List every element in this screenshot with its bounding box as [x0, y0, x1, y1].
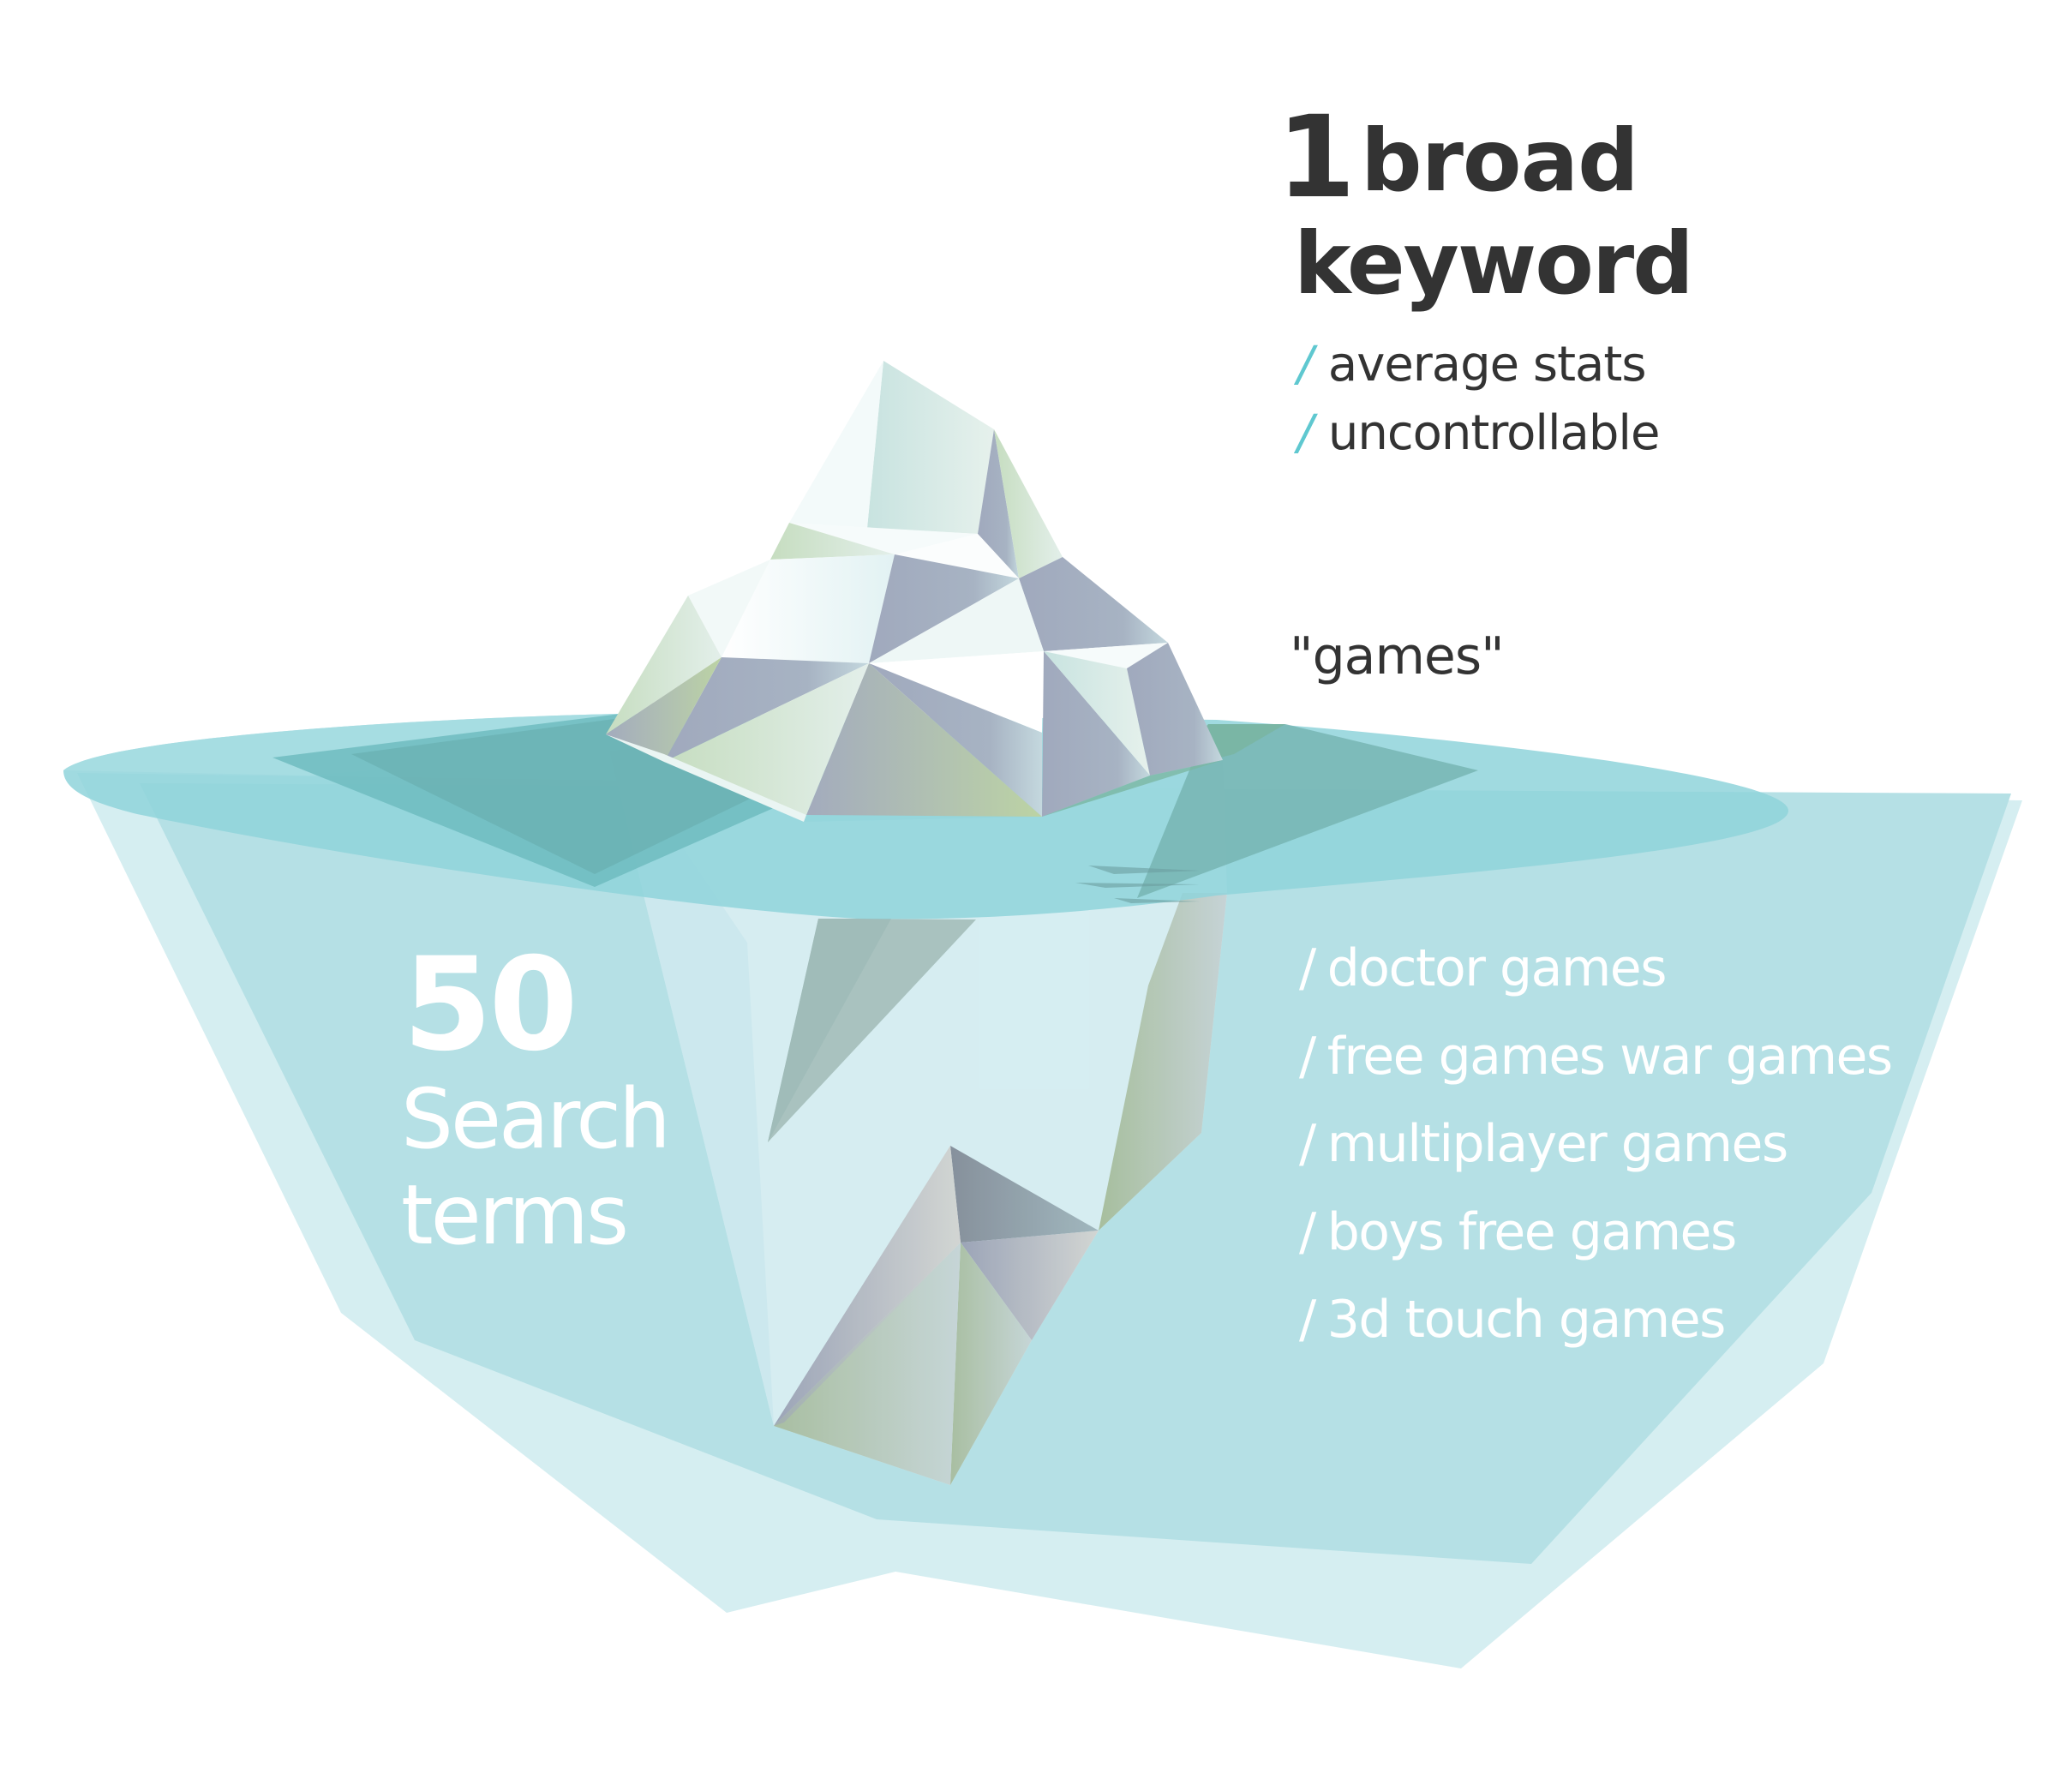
slash-icon: /	[1299, 1202, 1316, 1262]
search-term-item: /boys free games	[1299, 1207, 1737, 1258]
slash-icon: /	[1299, 938, 1316, 998]
iceberg-top	[606, 361, 1223, 822]
headline-number: 1	[1277, 92, 1356, 224]
search-term-label: 3d touch games	[1326, 1290, 1727, 1350]
surface-ripples	[1075, 866, 1200, 903]
broad-keyword-example: "games"	[1290, 626, 1505, 686]
attribute-label: uncontrollable	[1327, 405, 1661, 461]
slash-icon: /	[1299, 1114, 1316, 1174]
attribute-item: /uncontrollable	[1297, 410, 1660, 458]
search-term-label: multiplayer games	[1326, 1114, 1789, 1174]
search-term-item: /multiplayer games	[1299, 1118, 1788, 1170]
search-term-label: doctor games	[1326, 938, 1668, 998]
slash-icon: /	[1299, 1027, 1316, 1087]
search-term-label: free games war games	[1326, 1027, 1893, 1087]
search-term-item: /3d touch games	[1299, 1294, 1726, 1345]
slash-icon: /	[1297, 405, 1314, 461]
underwater-label-line2: terms	[401, 1167, 629, 1263]
surface-shadow-right	[1137, 724, 1478, 898]
attribute-item: /average stats	[1297, 341, 1647, 389]
underwater-label-line1: Search	[401, 1071, 671, 1167]
search-term-item: /free games war games	[1299, 1031, 1893, 1082]
slash-icon: /	[1299, 1290, 1316, 1350]
slash-icon: /	[1297, 337, 1314, 392]
iceberg-underwater	[606, 734, 1227, 1485]
headline-word-broad: broad	[1361, 111, 1639, 211]
headline-word-keyword: keyword	[1294, 213, 1694, 314]
attribute-label: average stats	[1327, 337, 1647, 392]
search-term-label: boys free games	[1326, 1202, 1737, 1262]
underwater-count: 50	[403, 931, 578, 1080]
search-term-item: /doctor games	[1299, 943, 1667, 994]
